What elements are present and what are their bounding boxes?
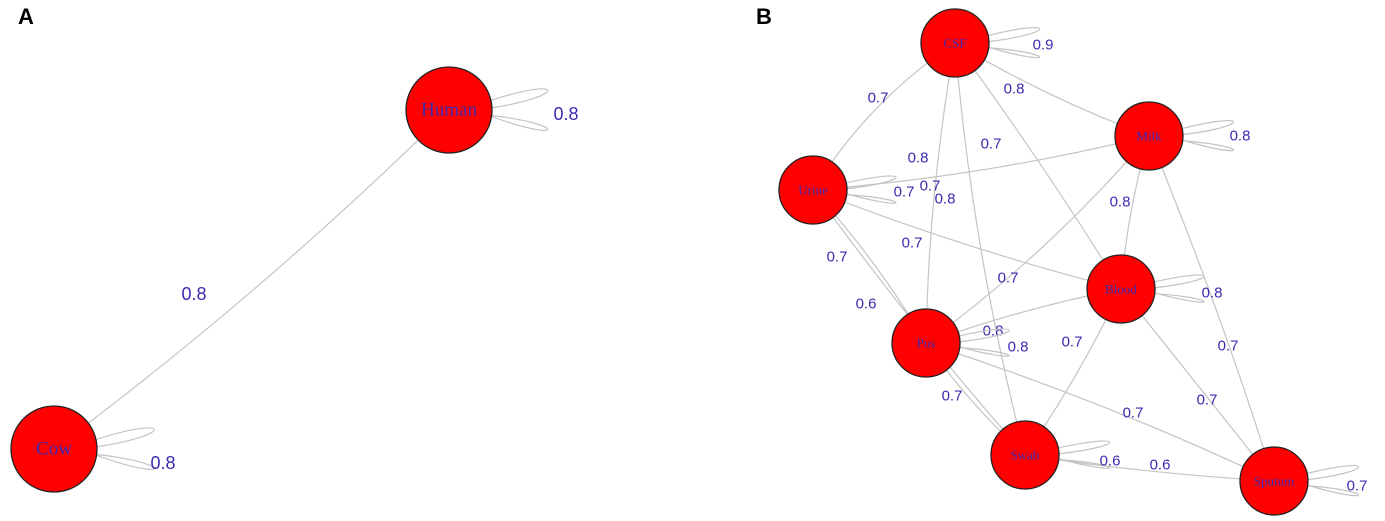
panel-a-node-cow[interactable] <box>10 405 98 493</box>
panel-label-a: A <box>18 4 34 29</box>
panel-b-node-label-sputum: Sputum <box>1254 474 1294 489</box>
panel-b-edge-weight-label: 0.7 <box>902 235 923 252</box>
panel-b-node-label-urine: Urine <box>798 183 828 198</box>
panel-b-self-loop-weight-urine: 0.7 <box>894 184 915 201</box>
panel-b-edge-weight-label: 0.8 <box>1110 194 1131 211</box>
panel-b-node-label-pus: Pus <box>917 336 936 351</box>
panel-b-node-swab[interactable] <box>990 420 1060 490</box>
panel-b-edge-pus-sputum <box>925 342 1275 482</box>
panel-b-edge-weight-label: 0.7 <box>1197 392 1218 409</box>
panel-b-self-loop-weight-csf: 0.9 <box>1033 37 1054 54</box>
panel-b-node-label-milk: Milk <box>1136 129 1162 144</box>
panel-b-edge-weight-label: 0.7 <box>998 270 1019 287</box>
panel-b-edge-weight-label: 0.7 <box>868 90 889 107</box>
panel-b-node-label-swab: Swab <box>1011 448 1040 463</box>
panel-label-b: B <box>756 4 772 29</box>
panel-b-self-loop-weight-pus: 0.8 <box>1008 339 1029 356</box>
panel-b-edge-weight-label: 0.8 <box>1004 81 1025 98</box>
panel-a-edge-weight-label: 0.8 <box>181 284 206 304</box>
panel-a-node-human[interactable] <box>405 66 493 154</box>
network-graph-b: 0.70.80.80.70.80.70.70.70.60.80.70.70.80… <box>778 8 1368 516</box>
panel-b-self-loop-weight-swab: 0.6 <box>1100 453 1121 470</box>
panel-b-edge-blood-sputum <box>1120 288 1275 482</box>
panel-b-edge-weight-label: 0.7 <box>981 136 1002 153</box>
panel-b-edge-weight-label: 0.7 <box>1123 405 1144 422</box>
panel-b-node-csf[interactable] <box>920 8 990 78</box>
panel-b-edge-csf-blood <box>954 42 1122 290</box>
panel-b-node-label-csf: CSF <box>943 36 966 51</box>
panel-b-edge-weight-label: 0.6 <box>856 296 877 313</box>
panel-b-self-loop-weight-blood: 0.8 <box>1202 285 1223 302</box>
panel-b-node-pus[interactable] <box>891 308 961 378</box>
panel-b-edge-weight-label: 0.7 <box>942 388 963 405</box>
panel-b-edge-weight-label: 0.7 <box>1062 334 1083 351</box>
panel-b-edge-weight-label: 0.7 <box>920 178 941 195</box>
panel-b-self-loop-weight-sputum: 0.7 <box>1347 478 1368 495</box>
panel-b-edge-urine-blood <box>812 189 1122 290</box>
panel-b-self-loop-weight-milk: 0.8 <box>1230 128 1251 145</box>
panel-b-edge-milk-sputum <box>1148 135 1275 482</box>
panel-b-edge-weight-label: 0.8 <box>935 191 956 208</box>
panel-b-edge-csf-pus <box>925 42 956 344</box>
panel-b-edge-weight-label: 0.7 <box>827 249 848 266</box>
panel-b-node-urine[interactable] <box>778 155 848 225</box>
panel-b-node-sputum[interactable] <box>1239 446 1309 516</box>
panel-b-edge-weight-label: 0.8 <box>908 150 929 167</box>
panel-b-node-label-blood: Blood <box>1105 282 1137 297</box>
panel-a-self-loop-weight-cow: 0.8 <box>150 453 175 473</box>
panel-b-edge-urine-milk <box>812 135 1150 191</box>
panel-a-self-loop-weight-human: 0.8 <box>553 104 578 124</box>
panel-b-edge-milk-pus <box>925 135 1150 344</box>
panel-a-node-label-cow: Cow <box>36 439 72 460</box>
panel-b-edge-weight-label: 0.7 <box>1218 338 1239 355</box>
panel-b-node-milk[interactable] <box>1114 101 1184 171</box>
panel-b-edge-weight-label: 0.6 <box>1150 457 1171 474</box>
panel-b-edge-csf-swab <box>954 42 1026 456</box>
panel-b-node-blood[interactable] <box>1086 254 1156 324</box>
panel-a-node-label-human: Human <box>421 100 477 121</box>
panel-a-edge-human-cow <box>53 109 450 450</box>
